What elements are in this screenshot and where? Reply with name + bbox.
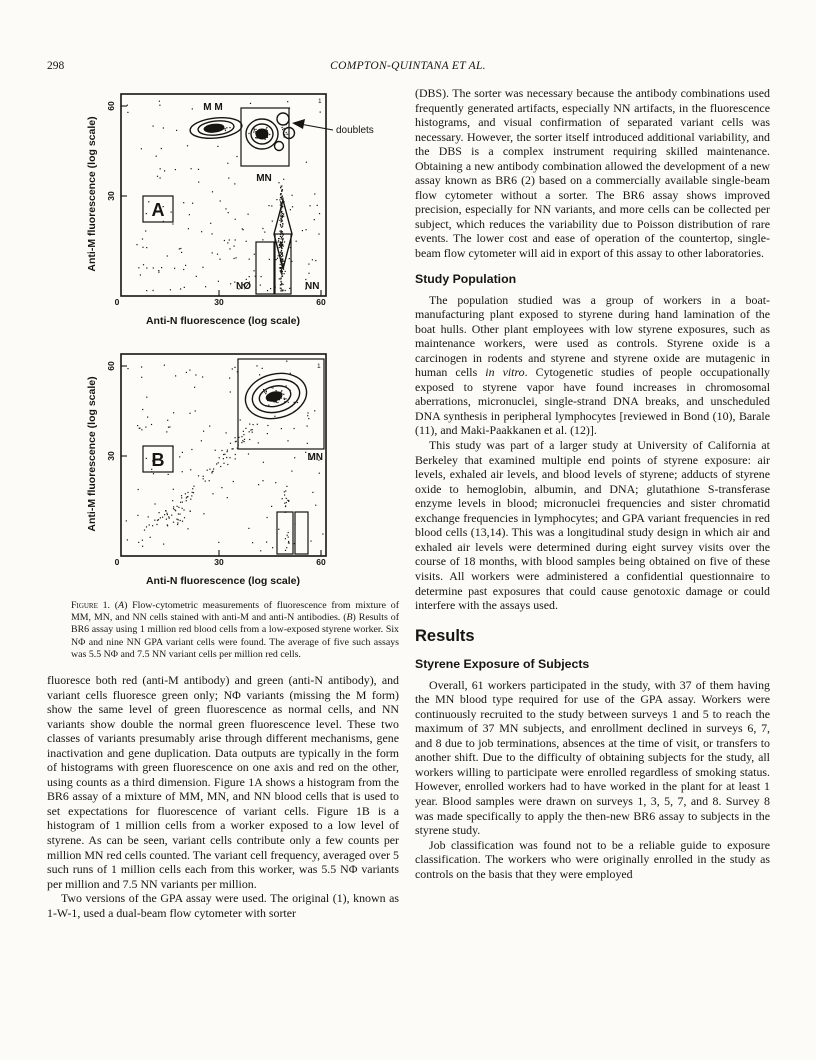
nphi-gate-box bbox=[255, 241, 275, 295]
nphi-label: NØ bbox=[236, 281, 251, 292]
panel-b-ytick-label: 60 bbox=[106, 361, 116, 371]
nn-gate-box bbox=[274, 233, 292, 295]
body-paragraph: (DBS). The sorter was necessary because … bbox=[415, 86, 770, 261]
doublet-contours bbox=[273, 112, 296, 152]
figure-caption: Figure 1. (A) Flow-cytometric measuremen… bbox=[71, 600, 399, 661]
panel-a-region-mark: 1 bbox=[318, 98, 322, 105]
panel-b-xtick-label: 30 bbox=[214, 557, 224, 567]
panel-a-letter-box bbox=[142, 195, 174, 223]
panel-a-origin-label: 0 bbox=[115, 297, 120, 307]
body-paragraph: Job classification was found not to be a… bbox=[415, 837, 770, 881]
mn-cluster-contours-b bbox=[244, 372, 308, 420]
section-heading-results: Results bbox=[415, 626, 475, 645]
doublets-annotation: doublets bbox=[336, 125, 374, 136]
mn-gate-box-b bbox=[237, 358, 325, 450]
panel-b-xlabel: Anti-N fluorescence (log scale) bbox=[146, 575, 300, 587]
mn-cluster-label: MN bbox=[256, 173, 272, 184]
panel-b-letter-box bbox=[142, 445, 174, 473]
variant-gate-box-1 bbox=[276, 511, 294, 555]
figure-caption-tag: Figure 1. bbox=[71, 600, 111, 611]
section-heading-study-population: Study Population bbox=[415, 271, 517, 286]
panel-b-region-mark: 1 bbox=[317, 363, 321, 370]
mm-cluster-label: M M bbox=[203, 102, 222, 113]
mn-gate-box bbox=[240, 107, 290, 167]
flow-cytometry-panel-b: Anti-M fluorescence (log scale) 60 30 0 … bbox=[86, 353, 327, 587]
figure-caption-panel-a-ref: A bbox=[118, 600, 125, 611]
body-paragraph: The population studied was a group of wo… bbox=[415, 293, 770, 438]
doublets-arrowhead bbox=[292, 119, 305, 129]
variant-gate-box-2 bbox=[294, 511, 309, 555]
panel-a-xtick-label: 30 bbox=[214, 297, 224, 307]
body-text: . Cytogenetic studies of people occupati… bbox=[415, 365, 770, 438]
section-heading-styrene-exposure: Styrene Exposure of Subjects bbox=[415, 656, 590, 671]
panel-b-origin-label: 0 bbox=[115, 557, 120, 567]
body-text: The population studied was a group of wo… bbox=[415, 292, 770, 380]
mn-cluster-contours bbox=[245, 118, 279, 150]
panel-b-letter: B bbox=[152, 450, 165, 470]
running-head: COMPTON-QUINTANA ET AL. bbox=[330, 60, 486, 72]
body-paragraph: Two versions of the GPA assay were used.… bbox=[47, 891, 399, 920]
body-paragraph: Overall, 61 workers participated in the … bbox=[415, 677, 770, 838]
page-number: 298 bbox=[47, 60, 65, 72]
figure-caption-text: ( bbox=[110, 600, 119, 611]
left-column: Anti-M fluorescence (log scale) 60 30 0 … bbox=[47, 86, 399, 920]
panel-a-ylabel: Anti-M fluorescence (log scale) bbox=[86, 116, 98, 271]
panel-a-ytick-label: 60 bbox=[106, 101, 116, 111]
nn-streak-contour bbox=[273, 197, 293, 270]
panel-b-ylabel: Anti-M fluorescence (log scale) bbox=[86, 376, 98, 531]
body-paragraph: fluoresce both red (anti-M antibody) and… bbox=[47, 673, 399, 891]
panel-a-xlabel: Anti-N fluorescence (log scale) bbox=[146, 315, 300, 327]
flow-cytometry-panel-a: Anti-M fluorescence (log scale) 60 30 0 … bbox=[86, 93, 374, 327]
figure-caption-text: ) Results of BR6 assay using 1 million r… bbox=[71, 612, 399, 660]
figure-caption-panel-b-ref: B bbox=[346, 612, 353, 624]
panel-a-ytick-label: 30 bbox=[106, 191, 116, 201]
italic-phrase: in vitro bbox=[485, 365, 525, 380]
panel-a-xtick-label: 60 bbox=[316, 297, 326, 307]
two-column-layout: Anti-M fluorescence (log scale) 60 30 0 … bbox=[47, 86, 770, 920]
nn-label: NN bbox=[305, 281, 319, 292]
right-column: (DBS). The sorter was necessary because … bbox=[415, 86, 770, 920]
panel-a-letter: A bbox=[152, 200, 165, 220]
panel-b-ytick-label: 30 bbox=[106, 451, 116, 461]
doublets-arrow bbox=[299, 123, 334, 131]
mn-cluster-label-b: MN bbox=[307, 452, 323, 463]
body-paragraph: This study was part of a larger study at… bbox=[415, 438, 770, 613]
figure-caption-text: ) Flow-cytometric measurements of fluore… bbox=[71, 600, 399, 624]
panel-b-xtick-label: 60 bbox=[316, 557, 326, 567]
mm-cluster-contours bbox=[189, 116, 243, 140]
